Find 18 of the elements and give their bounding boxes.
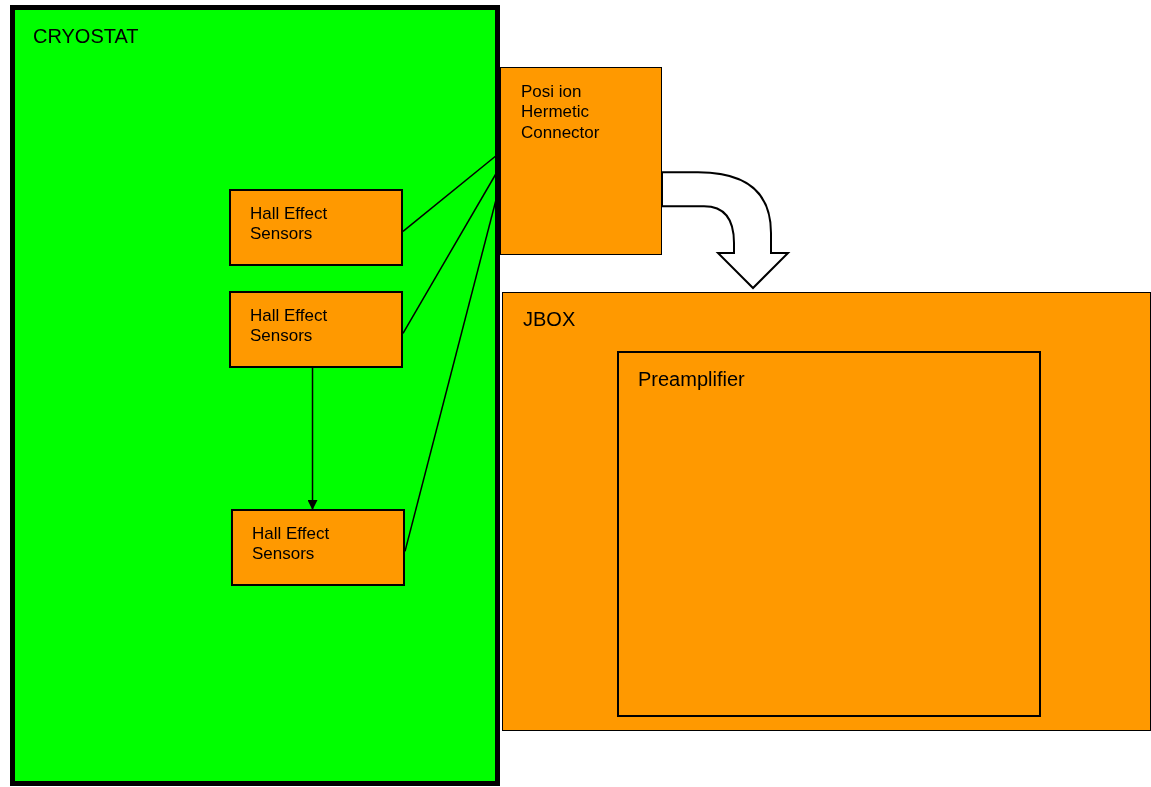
connector-line: [402, 154, 498, 233]
box-label: Hall Effect Sensors: [250, 204, 329, 245]
sensor-box: [229, 189, 403, 266]
box-label: Hall Effect Sensors: [252, 524, 331, 565]
box-label: JBOX: [523, 307, 576, 331]
preamplifier-box: [617, 351, 1041, 717]
connector-box: [500, 67, 662, 255]
connector-line: [402, 171, 498, 335]
junction-box: [502, 292, 1151, 731]
arrow: [307, 367, 318, 510]
sensor-box: [229, 291, 403, 368]
cryostat-box: [10, 5, 500, 786]
box-label: Posi ion Hermetic Connector: [521, 82, 601, 144]
sensor-box: [231, 509, 405, 586]
box-label: Preamplifier: [638, 367, 745, 391]
box-label: CRYOSTAT: [33, 24, 139, 48]
block-arrow: [661, 171, 789, 289]
box-label: Hall Effect Sensors: [250, 306, 329, 347]
